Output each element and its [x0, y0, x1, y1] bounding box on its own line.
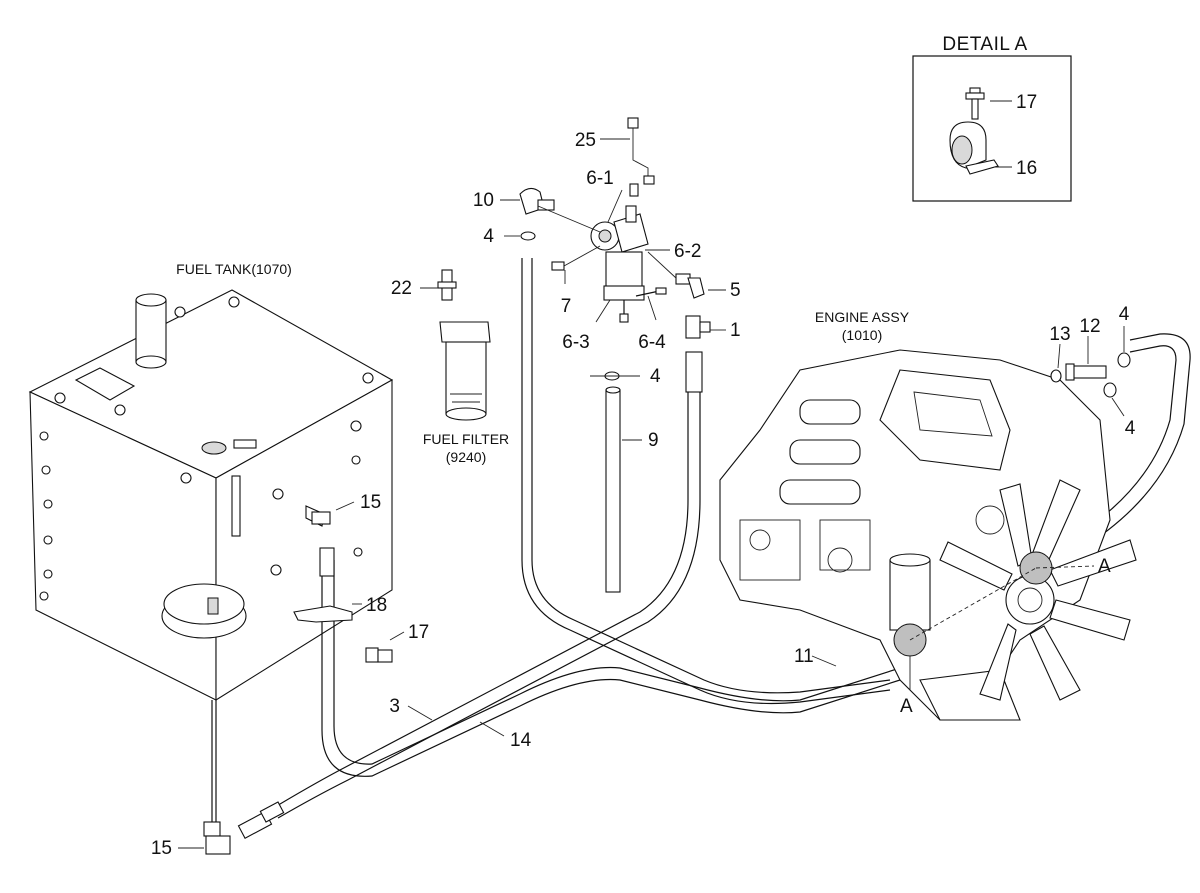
callout-15-top: 15 — [360, 492, 381, 513]
callout-13: 13 — [1049, 324, 1070, 345]
callout-5: 5 — [730, 280, 741, 301]
callout-22: 22 — [391, 278, 412, 299]
callout-6-4: 6-4 — [638, 332, 666, 353]
callout-15-bottom: 15 — [151, 838, 172, 859]
engine-connectors: 13 12 4 4 — [1049, 304, 1135, 439]
callout-11: 11 — [794, 646, 814, 667]
callout-a-bottom: A — [900, 696, 913, 717]
callout-6-3: 6-3 — [562, 332, 589, 353]
callout-14: 14 — [510, 730, 532, 751]
callout-6-1: 6-1 — [586, 168, 613, 189]
callout-a-fan: A — [1098, 556, 1111, 577]
callout-10: 10 — [473, 190, 494, 211]
fuel-tank: FUEL TANK(1070) — [28, 261, 394, 701]
detail-bolt — [965, 87, 985, 120]
callout-4-top: 4 — [483, 226, 494, 247]
detail-clamp — [949, 121, 999, 175]
tank-fittings: 15 18 17 15 — [151, 492, 429, 859]
engine-assembly: A A ENGINE ASSY (1010) — [719, 309, 1137, 721]
callout-17-main: 17 — [408, 622, 429, 643]
detail-a-panel: DETAIL A 17 16 — [912, 34, 1072, 202]
callout-7: 7 — [561, 296, 572, 317]
engine-label-line2: (1010) — [842, 327, 882, 343]
callout-4-engine-top: 4 — [1119, 304, 1130, 325]
water-separator-assembly: 25 6-1 10 4 6-2 5 7 6-3 6-4 1 — [473, 117, 741, 353]
callout-6-2: 6-2 — [674, 241, 701, 262]
callout-4-mid: 4 — [650, 366, 661, 387]
callout-25: 25 — [575, 130, 596, 151]
callout-1: 1 — [730, 320, 741, 341]
callout-3: 3 — [389, 696, 400, 717]
callout-16-detail: 16 — [1016, 158, 1037, 179]
callout-17-detail: 17 — [1016, 92, 1037, 113]
callout-18: 18 — [366, 595, 387, 616]
fuel-filter-9240: 22 FUEL FILTER (9240) — [391, 269, 509, 465]
fuel-filter-label-line1: FUEL FILTER — [423, 431, 509, 447]
fuel-filter-label-line2: (9240) — [446, 449, 486, 465]
callout-12: 12 — [1079, 316, 1100, 337]
pipe-9: 4 9 — [590, 366, 661, 593]
callout-4-engine-bottom: 4 — [1125, 418, 1136, 439]
callout-9: 9 — [648, 430, 659, 451]
hose-callouts: 3 14 11 — [389, 646, 837, 751]
engine-label-line1: ENGINE ASSY — [815, 309, 910, 325]
fuel-tank-label: FUEL TANK(1070) — [176, 261, 292, 277]
detail-a-title: DETAIL A — [942, 34, 1027, 55]
